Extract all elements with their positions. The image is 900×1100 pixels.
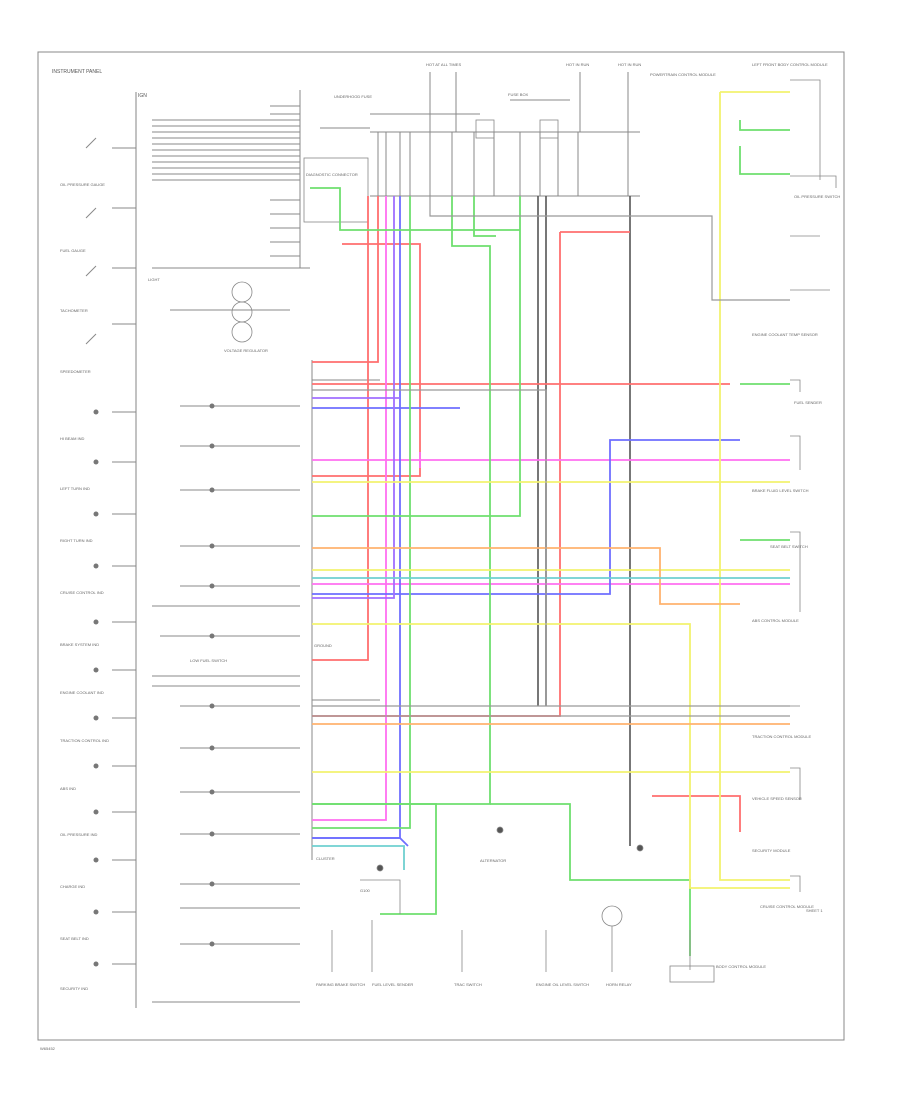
svg-text:SEAT BELT IND: SEAT BELT IND (60, 936, 89, 941)
svg-text:LEFT FRONT BODY CONTROL MODULE: LEFT FRONT BODY CONTROL MODULE (752, 62, 828, 67)
svg-text:VEHICLE SPEED SENSOR: VEHICLE SPEED SENSOR (752, 796, 802, 801)
red-wires (312, 196, 741, 832)
diag-label: DIAGNOSTIC CONNECTOR (306, 172, 358, 177)
svg-text:OIL PRESSURE GAUGE: OIL PRESSURE GAUGE (60, 182, 105, 187)
svg-text:BRAKE FLUID LEVEL SWITCH: BRAKE FLUID LEVEL SWITCH (752, 488, 809, 493)
right-labels: LEFT FRONT BODY CONTROL MODULE POWERTRAI… (650, 62, 840, 913)
left-indicator-labels: HI BEAM IND LEFT TURN IND RIGHT TURN IND… (60, 436, 109, 991)
svg-text:TRACTION CONTROL IND: TRACTION CONTROL IND (60, 738, 109, 743)
svg-text:PARKING BRAKE SWITCH: PARKING BRAKE SWITCH (316, 982, 365, 987)
light-label: LIGHT (148, 277, 160, 282)
blue-wires (312, 196, 740, 847)
fuse-box-label: FUSE BOX (508, 92, 529, 97)
hot-label-3: HOT IN RUN (618, 62, 641, 67)
center-indicator-rows (152, 405, 300, 1003)
right-components (790, 79, 837, 892)
yellow-wires (312, 91, 790, 889)
center-lamp-dots (209, 403, 215, 947)
svg-text:ABS CONTROL MODULE: ABS CONTROL MODULE (752, 618, 799, 623)
orange-wires (312, 547, 790, 725)
voltage-regulator: VOLTAGE REGULATOR (170, 281, 290, 353)
svg-text:HORN RELAY: HORN RELAY (606, 982, 632, 987)
connector-column (311, 360, 380, 860)
bottom-labels: PARKING BRAKE SWITCH FUEL LEVEL SENDER T… (316, 858, 766, 987)
low-fuel-switch-label: LOW FUEL SWITCH (190, 658, 227, 663)
svg-text:BRAKE SYSTEM IND: BRAKE SYSTEM IND (60, 642, 99, 647)
svg-text:FUEL LEVEL SENDER: FUEL LEVEL SENDER (372, 982, 413, 987)
svg-text:OIL PRESSURE SWITCH: OIL PRESSURE SWITCH (794, 194, 840, 199)
teal-wires (312, 577, 790, 870)
svg-text:ENGINE OIL LEVEL SWITCH: ENGINE OIL LEVEL SWITCH (536, 982, 589, 987)
ign-bus-label: IGN (138, 93, 147, 99)
magenta-wires (312, 196, 790, 821)
underhood-fuse-label: UNDERHOOD FUSE (334, 94, 372, 99)
svg-text:CRUISE CONTROL IND: CRUISE CONTROL IND (60, 590, 104, 595)
footer-code: W65452 (40, 1046, 56, 1051)
svg-text:HI BEAM IND: HI BEAM IND (60, 436, 85, 441)
svg-text:TACHOMETER: TACHOMETER (60, 308, 88, 313)
svg-text:POWERTRAIN CONTROL MODULE: POWERTRAIN CONTROL MODULE (650, 72, 716, 77)
svg-text:VOLTAGE REGULATOR: VOLTAGE REGULATOR (224, 348, 268, 353)
svg-text:ALTERNATOR: ALTERNATOR (480, 858, 506, 863)
diagram-frame (37, 51, 845, 1041)
svg-text:FUEL SENDER: FUEL SENDER (794, 400, 822, 405)
fuse-taps (377, 132, 629, 196)
svg-text:ENGINE COOLANT TEMP SENSOR: ENGINE COOLANT TEMP SENSOR (752, 332, 818, 337)
left-stubs (112, 147, 136, 965)
gray-horizontal-wires (312, 196, 790, 717)
svg-text:TRAC SWITCH: TRAC SWITCH (454, 982, 482, 987)
fuse-block (320, 72, 640, 197)
hot-label-1: HOT AT ALL TIMES (426, 62, 461, 67)
svg-text:ENGINE COOLANT IND: ENGINE COOLANT IND (60, 690, 104, 695)
svg-text:SEAT BELT SWITCH: SEAT BELT SWITCH (770, 544, 808, 549)
svg-text:ABS IND: ABS IND (60, 786, 76, 791)
cluster-pin-stubs (152, 105, 310, 269)
gray-trunks (537, 196, 631, 846)
ground-label: GROUND (314, 643, 332, 648)
svg-text:TRACTION CONTROL MODULE: TRACTION CONTROL MODULE (752, 734, 812, 739)
cluster-input-lines (152, 119, 300, 181)
bottom-components (331, 826, 715, 983)
svg-text:SPEEDOMETER: SPEEDOMETER (60, 369, 91, 374)
svg-text:RIGHT TURN IND: RIGHT TURN IND (60, 538, 93, 543)
diagram-title: INSTRUMENT PANEL (52, 69, 102, 75)
gauge-group: OIL PRESSURE GAUGE FUEL GAUGE TACHOMETER… (60, 137, 105, 374)
svg-text:CRUISE CONTROL MODULE: CRUISE CONTROL MODULE (760, 904, 814, 909)
svg-text:BODY CONTROL MODULE: BODY CONTROL MODULE (716, 964, 766, 969)
hot-label-2: HOT IN RUN (566, 62, 589, 67)
svg-text:SECURITY IND: SECURITY IND (60, 986, 88, 991)
left-indicator-lamps (93, 409, 99, 967)
svg-text:OIL PRESSURE IND: OIL PRESSURE IND (60, 832, 98, 837)
svg-text:FUEL GAUGE: FUEL GAUGE (60, 248, 86, 253)
svg-text:SHEET 1: SHEET 1 (806, 908, 823, 913)
svg-text:G100: G100 (360, 888, 371, 893)
svg-text:CHARGE IND: CHARGE IND (60, 884, 85, 889)
green-wires (310, 120, 790, 956)
diag-connector-box (303, 157, 369, 223)
svg-text:SECURITY MODULE: SECURITY MODULE (752, 848, 791, 853)
svg-text:LEFT TURN IND: LEFT TURN IND (60, 486, 90, 491)
cluster-label: CLUSTER (316, 856, 335, 861)
violet-wires (312, 196, 400, 599)
